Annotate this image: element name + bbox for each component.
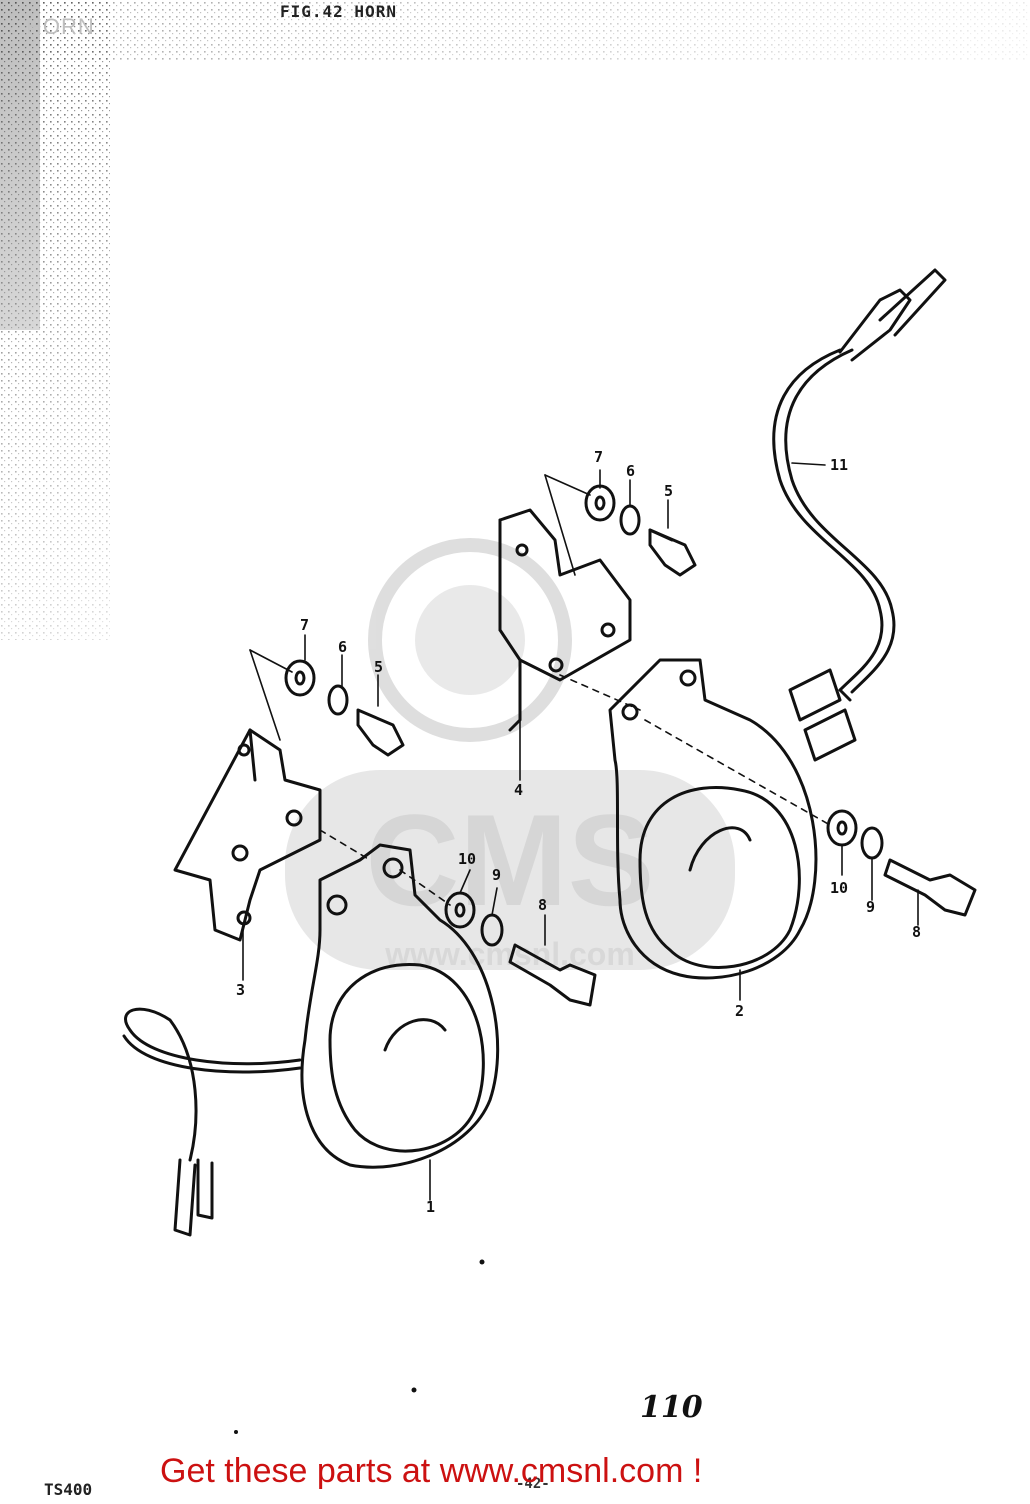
watermark-text: CMS	[366, 787, 655, 933]
callout-7: 7	[300, 616, 309, 634]
lead-wire	[772, 268, 947, 762]
bolt-c	[508, 943, 597, 1007]
washer-d	[826, 809, 858, 847]
bolt-a	[356, 708, 405, 757]
callout-9: 9	[492, 866, 501, 884]
bolt-b	[648, 528, 697, 577]
callout-7: 7	[594, 448, 603, 466]
washer-b	[584, 484, 616, 522]
page-caption: HORN	[26, 14, 95, 39]
lockw-a	[327, 684, 349, 716]
callout-8: 8	[912, 923, 921, 941]
callout-labels: 7 6 5 7 6 5 11 4 3 2 1 10 9 8 10 9 8	[236, 448, 921, 1216]
callout-8: 8	[538, 896, 547, 914]
callout-6: 6	[626, 462, 635, 480]
callout-5: 5	[374, 658, 383, 676]
horn-low	[122, 843, 500, 1237]
callout-1: 1	[426, 1198, 435, 1216]
callout-10: 10	[830, 879, 848, 897]
scan-noise	[0, 0, 1030, 640]
bracket-a	[173, 728, 322, 942]
print-specks	[234, 1259, 485, 1434]
callout-9: 9	[866, 898, 875, 916]
callout-3: 3	[236, 981, 245, 999]
callout-11: 11	[830, 456, 848, 474]
model-code: TS400	[44, 1480, 93, 1499]
bolt-d	[883, 858, 977, 917]
leader-lines	[242, 462, 919, 1201]
callout-4: 4	[514, 781, 523, 799]
promo-link[interactable]: Get these parts at www.cmsnl.com !	[160, 1452, 703, 1490]
horn-high	[608, 658, 818, 980]
callout-10: 10	[458, 850, 476, 868]
lockw-d	[860, 826, 884, 860]
callout-5: 5	[664, 482, 673, 500]
page-number: 110	[640, 1390, 703, 1425]
page-code: -42-	[516, 1476, 550, 1492]
watermark-logo: CMS www.cmsnl.com	[285, 538, 735, 972]
bracket-b	[498, 508, 632, 732]
lockw-b	[619, 504, 641, 536]
callout-2: 2	[735, 1002, 744, 1020]
callout-6: 6	[338, 638, 347, 656]
washer-a	[284, 659, 316, 697]
figure-title: FIG.42 HORN	[280, 2, 397, 21]
